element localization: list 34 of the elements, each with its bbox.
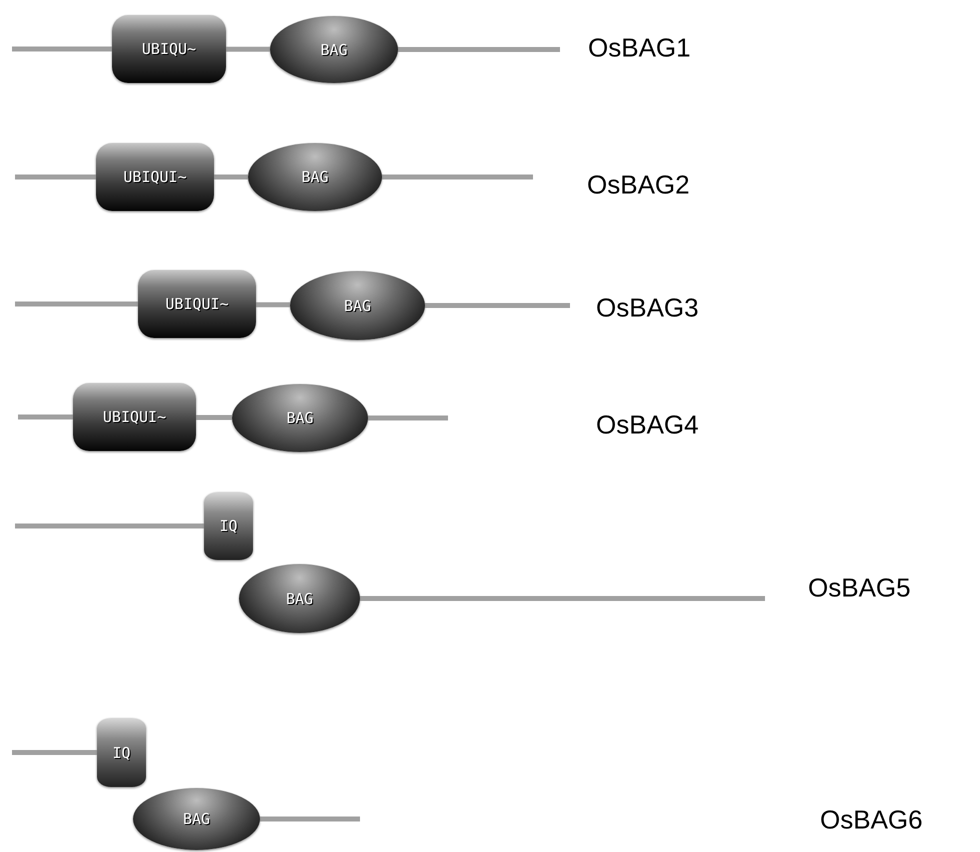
protein-backbone-line bbox=[366, 416, 448, 420]
protein-backbone-line bbox=[18, 414, 75, 420]
protein-backbone-line bbox=[396, 47, 560, 52]
protein-backbone-line bbox=[226, 46, 270, 52]
domain-box: UBIQUI~ bbox=[73, 383, 196, 451]
domain-ellipse: BAG bbox=[133, 788, 260, 850]
protein-name: OsBAG4 bbox=[596, 410, 699, 440]
protein-backbone-line bbox=[15, 302, 140, 306]
domain-box: UBIQU~ bbox=[112, 15, 226, 83]
domain-ellipse: BAG bbox=[270, 16, 398, 83]
protein-name: OsBAG5 bbox=[808, 572, 911, 604]
domain-cylinder: IQ bbox=[97, 718, 146, 787]
protein-name: OsBAG1 bbox=[588, 32, 691, 64]
protein-backbone-line bbox=[15, 524, 206, 528]
protein-backbone-line bbox=[358, 596, 765, 601]
domain-ellipse: BAG bbox=[290, 271, 425, 340]
protein-backbone-line bbox=[256, 302, 290, 308]
protein-backbone-line bbox=[12, 750, 99, 755]
domain-box: UBIQUI~ bbox=[96, 143, 214, 211]
protein-backbone-line bbox=[380, 174, 533, 180]
protein-name: OsBAG3 bbox=[596, 292, 699, 324]
domain-cylinder: IQ bbox=[204, 492, 253, 560]
domain-ellipse: BAG bbox=[239, 564, 360, 633]
protein-name: OsBAG6 bbox=[820, 804, 923, 836]
domain-box: UBIQUI~ bbox=[138, 270, 256, 338]
protein-name: OsBAG2 bbox=[587, 170, 690, 200]
protein-backbone-line bbox=[214, 174, 248, 180]
protein-backbone-line bbox=[196, 415, 232, 420]
protein-backbone-line bbox=[258, 816, 360, 822]
protein-backbone-line bbox=[15, 174, 98, 180]
domain-ellipse: BAG bbox=[232, 384, 368, 452]
protein-backbone-line bbox=[423, 303, 570, 308]
protein-backbone-line bbox=[12, 46, 114, 52]
domain-ellipse: BAG bbox=[248, 143, 382, 211]
